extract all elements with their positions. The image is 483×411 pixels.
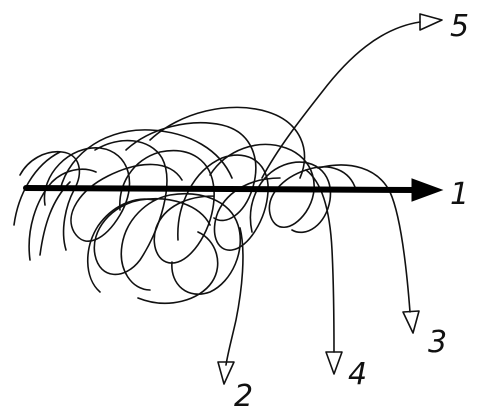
loop-1 bbox=[43, 147, 183, 242]
left-strand-1 bbox=[19, 150, 81, 251]
arrowhead-4 bbox=[325, 351, 343, 375]
trajectory-2 bbox=[225, 227, 244, 366]
upper-arc bbox=[59, 129, 233, 191]
trajectory-5 bbox=[261, 21, 421, 179]
loop-8 bbox=[249, 161, 332, 234]
loop-9 bbox=[87, 198, 155, 293]
label-main-axis: 1 bbox=[450, 177, 469, 212]
left-strand-2 bbox=[13, 151, 61, 226]
arrowhead-5 bbox=[419, 13, 443, 31]
left-strand-3 bbox=[28, 168, 97, 261]
loop-2 bbox=[93, 139, 211, 276]
loop-3 bbox=[119, 149, 215, 264]
label-path-5: 5 bbox=[450, 9, 469, 44]
lower-sweep bbox=[137, 231, 219, 305]
loop-7 bbox=[209, 143, 357, 229]
label-path-3: 3 bbox=[428, 325, 447, 360]
main-axis-arrow bbox=[23, 185, 419, 193]
label-path-2: 2 bbox=[234, 379, 253, 411]
main-axis-arrowhead bbox=[411, 178, 444, 202]
upper-arc-2 bbox=[149, 106, 306, 179]
label-path-4: 4 bbox=[348, 357, 367, 392]
trajectory-4 bbox=[305, 169, 335, 353]
arrowhead-2 bbox=[217, 361, 235, 385]
arrowhead-3 bbox=[402, 310, 420, 334]
loop-4 bbox=[120, 193, 242, 295]
loop-5 bbox=[177, 154, 281, 251]
